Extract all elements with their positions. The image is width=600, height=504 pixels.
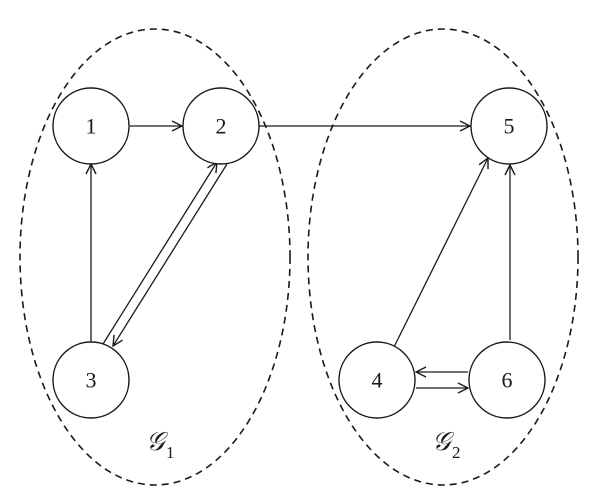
node-6-label: 6 [502, 368, 513, 393]
node-4: 4 [338, 341, 416, 419]
node-4-label: 4 [372, 368, 383, 393]
cluster-g2-label: 𝒢 2 [432, 427, 461, 462]
node-3: 3 [52, 341, 130, 419]
node-1: 1 [52, 87, 130, 165]
cluster-g1-label: 𝒢 1 [146, 427, 175, 462]
edge-3-to-2 [102, 162, 217, 345]
cluster-g2-boundary [307, 28, 579, 486]
cluster-g2-subscript: 2 [452, 443, 461, 462]
cluster-g1-subscript: 1 [166, 443, 175, 462]
node-5: 5 [470, 87, 548, 165]
node-2: 2 [182, 87, 260, 165]
node-6: 6 [468, 341, 546, 419]
edge-layer [91, 126, 510, 388]
node-2-label: 2 [216, 114, 227, 139]
edge-4-to-5 [393, 158, 488, 348]
node-3-label: 3 [86, 368, 97, 393]
node-1-label: 1 [86, 114, 97, 139]
cluster-g2-letter: 𝒢 [432, 427, 455, 456]
edge-2-to-3 [113, 163, 228, 346]
cluster-g1-boundary [19, 28, 291, 486]
node-5-label: 5 [504, 114, 515, 139]
cluster-g1-letter: 𝒢 [146, 427, 169, 456]
